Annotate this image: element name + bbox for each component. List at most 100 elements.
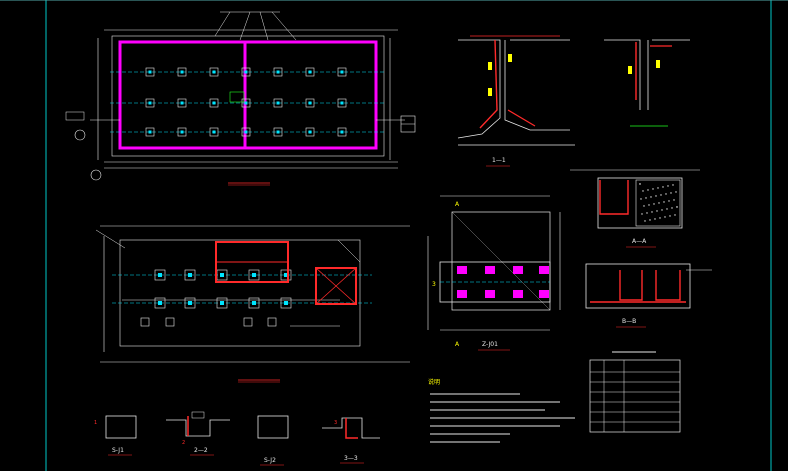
- pile-cap: [209, 98, 219, 108]
- concrete-hatch-dot: [676, 206, 678, 208]
- section-1-1: 1—1: [457, 35, 575, 167]
- pile-cap: [145, 127, 155, 137]
- section-b-b: B—B: [585, 263, 712, 328]
- foundation-plan-bottom: [95, 225, 410, 383]
- concrete-hatch-dot: [648, 204, 650, 206]
- concrete-hatch-dot: [661, 209, 663, 211]
- pile-cap: [154, 269, 166, 281]
- column: [276, 101, 280, 105]
- concrete-hatch-dot: [644, 220, 646, 222]
- axis-a-bottom: A: [455, 341, 460, 348]
- column: [308, 130, 312, 134]
- concrete-hatch-dot: [642, 190, 644, 192]
- concrete-hatch-dot: [654, 218, 656, 220]
- label-zj: Z-J01: [482, 341, 498, 348]
- column: [252, 273, 256, 277]
- zj-column: [457, 266, 467, 274]
- pile-cap: [241, 127, 251, 137]
- pile-cap: [305, 98, 315, 108]
- concrete-hatch-dot: [646, 212, 648, 214]
- pile-cap: [337, 67, 347, 77]
- column: [244, 130, 248, 134]
- mark-1-sj1: 1: [94, 420, 97, 426]
- pile-cap: [184, 269, 196, 281]
- pile-cap: [165, 317, 175, 327]
- pile-cap: [177, 67, 187, 77]
- concrete-hatch-dot: [647, 189, 649, 191]
- pile-cap: [209, 127, 219, 137]
- concrete-hatch-dot: [656, 210, 658, 212]
- column: [340, 130, 344, 134]
- concrete-hatch-dot: [673, 199, 675, 201]
- concrete-hatch-dot: [653, 203, 655, 205]
- concrete-hatch-dot: [650, 196, 652, 198]
- column: [220, 301, 224, 305]
- design-notes: 说明: [428, 378, 575, 443]
- label-sj2: S-J2: [264, 457, 276, 464]
- pile-cap: [305, 67, 315, 77]
- column: [148, 70, 152, 74]
- concrete-hatch-dot: [665, 193, 667, 195]
- pile-cap: [216, 297, 228, 309]
- label-section-b-b: B—B: [622, 318, 636, 325]
- concrete-hatch-dot: [660, 194, 662, 196]
- foundation-plan-top: [65, 11, 416, 186]
- column: [212, 130, 216, 134]
- pile-cap: [337, 98, 347, 108]
- column: [276, 130, 280, 134]
- concrete-hatch-dot: [639, 183, 641, 185]
- column: [188, 273, 192, 277]
- mark-3: 3: [334, 420, 337, 426]
- pile-cap: [273, 98, 283, 108]
- concrete-hatch-dot: [652, 188, 654, 190]
- pile-cap: [267, 317, 277, 327]
- column: [212, 70, 216, 74]
- concrete-hatch-dot: [668, 200, 670, 202]
- zj-column: [539, 290, 549, 298]
- column: [180, 130, 184, 134]
- pile-cap: [273, 127, 283, 137]
- concrete-hatch-dot: [669, 215, 671, 217]
- column: [188, 301, 192, 305]
- column: [340, 101, 344, 105]
- concrete-hatch-dot: [667, 185, 669, 187]
- pile-cap: [154, 297, 166, 309]
- concrete-hatch-dot: [659, 217, 661, 219]
- detail-sj2: S-J2: [257, 415, 289, 466]
- pile-cap: [140, 317, 150, 327]
- column: [308, 101, 312, 105]
- concrete-hatch-dot: [655, 195, 657, 197]
- pile-cap: [145, 67, 155, 77]
- detail-3-3: 3 3—3: [322, 417, 380, 464]
- concrete-hatch-dot: [672, 184, 674, 186]
- pile-cap: [145, 98, 155, 108]
- concrete-hatch-dot: [643, 205, 645, 207]
- pile-cap: [241, 67, 251, 77]
- mark-2: 2: [182, 440, 185, 446]
- concrete-hatch-dot: [662, 186, 664, 188]
- concrete-hatch-dot: [645, 197, 647, 199]
- column: [180, 70, 184, 74]
- column: [244, 101, 248, 105]
- column: [340, 70, 344, 74]
- axis-3: 3: [432, 281, 436, 288]
- column: [284, 301, 288, 305]
- concrete-hatch-dot: [658, 202, 660, 204]
- concrete-hatch-dot: [663, 201, 665, 203]
- column: [220, 273, 224, 277]
- rebar-schedule-table: [589, 351, 681, 433]
- pile-cap: [241, 98, 251, 108]
- zj-column: [513, 266, 523, 274]
- pile-cap: [209, 67, 219, 77]
- zj-column: [485, 266, 495, 274]
- concrete-hatch-dot: [675, 191, 677, 193]
- column: [276, 70, 280, 74]
- pile-cap: [248, 269, 260, 281]
- concrete-hatch-dot: [674, 214, 676, 216]
- label-sj1: S-J1: [112, 447, 124, 454]
- label-3-3: 3—3: [344, 455, 358, 462]
- zj-column: [457, 290, 467, 298]
- pile-cap: [305, 127, 315, 137]
